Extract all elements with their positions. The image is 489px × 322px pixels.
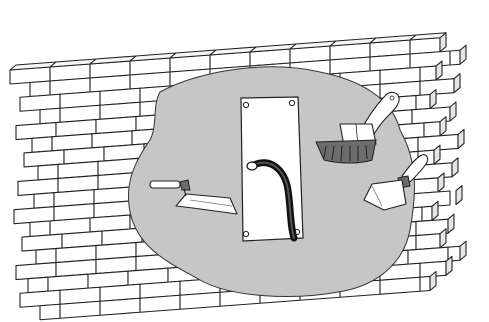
brick xyxy=(419,275,431,292)
brick xyxy=(35,248,57,265)
brick xyxy=(409,190,451,209)
brick xyxy=(421,205,433,222)
brick xyxy=(139,294,181,313)
brick xyxy=(39,107,61,125)
brick xyxy=(413,177,439,195)
brick-end xyxy=(447,213,455,234)
brick xyxy=(423,121,441,138)
brick-end xyxy=(439,228,447,249)
brick-end xyxy=(445,255,453,276)
brick-end xyxy=(433,144,441,165)
brick-end xyxy=(455,185,463,206)
brick xyxy=(39,303,61,321)
brick xyxy=(29,80,51,98)
brick xyxy=(419,65,437,82)
brick-top xyxy=(409,32,447,41)
brick-end xyxy=(459,240,467,261)
paint-brush xyxy=(315,91,400,164)
brick xyxy=(29,220,51,238)
brick xyxy=(59,300,101,319)
brick xyxy=(37,163,59,181)
brick xyxy=(409,50,451,69)
screw xyxy=(242,101,250,109)
screw xyxy=(288,99,296,107)
putty-knife xyxy=(363,154,429,211)
brick-end xyxy=(451,157,459,178)
brick xyxy=(379,276,421,295)
brick-end xyxy=(457,128,465,149)
brick xyxy=(179,291,221,310)
brick-end xyxy=(459,44,467,65)
trowel xyxy=(149,179,238,215)
brick-end xyxy=(453,73,461,94)
brick-end xyxy=(431,200,439,221)
brick-end xyxy=(437,172,445,193)
brick xyxy=(415,93,431,111)
brick-end xyxy=(435,60,443,81)
brick-end xyxy=(429,270,437,292)
brick-end xyxy=(439,116,447,137)
brick xyxy=(99,297,141,316)
brick xyxy=(415,233,441,251)
brick xyxy=(449,49,461,66)
cable xyxy=(246,159,298,242)
brick xyxy=(33,192,55,209)
brick xyxy=(27,276,49,294)
brick-end xyxy=(429,88,437,110)
screw xyxy=(242,230,250,238)
brick xyxy=(419,78,455,96)
brick xyxy=(31,136,53,153)
brick-end xyxy=(449,101,457,122)
